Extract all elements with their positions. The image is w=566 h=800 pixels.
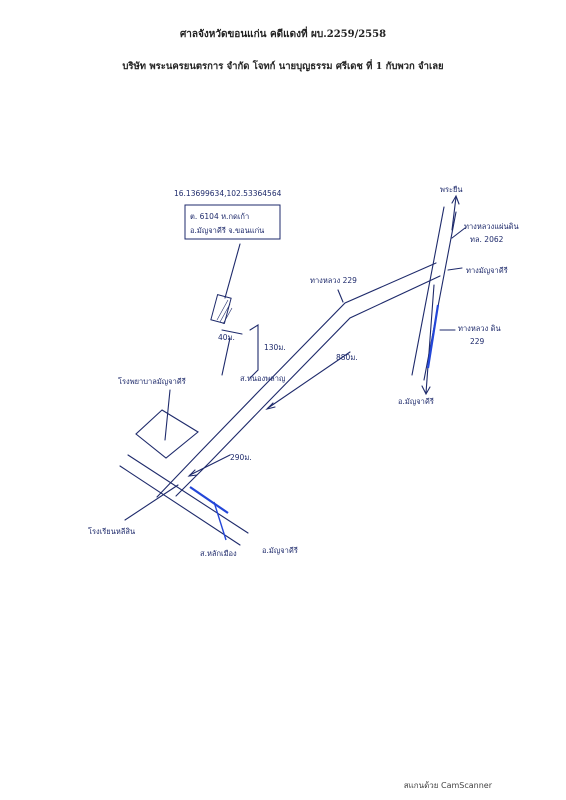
highway-label-arrow bbox=[337, 289, 344, 303]
arrow-290 bbox=[189, 454, 231, 476]
right-road-left-edge bbox=[411, 206, 445, 376]
scanner-watermark: สแกนด้วย CamScanner bbox=[403, 781, 492, 790]
south-arrowhead bbox=[421, 385, 431, 396]
plot-pointer bbox=[224, 243, 241, 299]
right-school-label: ทางมัญจาคีรี bbox=[466, 266, 508, 275]
cross-road-top-edge bbox=[127, 454, 249, 534]
hospital-pointer bbox=[164, 389, 171, 441]
north-arrow bbox=[451, 196, 457, 231]
bracket-40 bbox=[221, 329, 243, 335]
distance-40m: 40ม. bbox=[218, 333, 235, 342]
right-label-arrow-1 bbox=[451, 227, 466, 239]
south-arrow bbox=[425, 284, 435, 394]
arrow-290-head bbox=[187, 469, 198, 477]
distance-880m: 880ม. bbox=[336, 353, 358, 362]
right-highway-label-4: 229 bbox=[470, 337, 485, 346]
right-highway-label-1: ทางหลวงแผ่นดิน bbox=[464, 222, 519, 231]
case-title: ศาลจังหวัดขอนแก่น คดีแดงที่ ผบ.2259/2558 bbox=[179, 29, 387, 40]
distance-130m: 130ม. bbox=[264, 343, 286, 352]
plot-hatch bbox=[216, 299, 233, 325]
bottom-left-label: โรงเรียนหลีสิน bbox=[88, 527, 135, 536]
south-destination: อ.มัญจาคีรี bbox=[398, 397, 434, 406]
case-parties: บริษัท พระนครยนตรการ จำกัด โจทก์ นายบุญธ… bbox=[122, 61, 444, 72]
arrow-880 bbox=[267, 351, 351, 409]
parcel-line-2: อ.มัญจาคีรี จ.ขอนแก่น bbox=[190, 226, 264, 235]
highway-229-label: ทางหลวง 229 bbox=[310, 276, 357, 285]
marked-segment-side bbox=[213, 501, 227, 541]
arrow-880-head bbox=[265, 402, 276, 411]
side-road bbox=[221, 337, 231, 376]
hospital-label: โรงพยาบาลมัญจาคีรี bbox=[118, 377, 186, 386]
right-highway-label-2: ทล. 2062 bbox=[470, 235, 504, 244]
right-label-arrow-2 bbox=[447, 267, 463, 271]
right-highway-label-3: ทางหลวง ดิน bbox=[458, 324, 501, 333]
plot-parcel bbox=[210, 294, 232, 324]
main-road-bottom-edge bbox=[175, 275, 441, 497]
cross-road-bottom-edge bbox=[119, 465, 241, 546]
hospital-plot bbox=[135, 409, 199, 459]
north-arrowhead bbox=[451, 194, 460, 205]
coordinate-label: 16.13699634,102.53364564 bbox=[174, 189, 282, 198]
local-road-label: ส.หนองพลาญ bbox=[240, 374, 285, 383]
road-bottom-left bbox=[124, 484, 179, 521]
bracket-130 bbox=[249, 324, 259, 379]
distance-290m: 290ม. bbox=[230, 453, 252, 462]
north-destination: พระยืน bbox=[440, 185, 463, 194]
parcel-box bbox=[184, 204, 281, 240]
parcel-line-1: ต. 6104 ห.กดเก้า bbox=[190, 212, 249, 221]
marked-segment-right bbox=[426, 304, 440, 369]
bottom-road-label: ส.หลักเมือง bbox=[200, 549, 237, 558]
main-road-top-edge bbox=[156, 262, 437, 498]
bottom-destination: อ.มัญจาคีรี bbox=[262, 546, 298, 555]
marked-segment-bottom bbox=[189, 486, 229, 514]
